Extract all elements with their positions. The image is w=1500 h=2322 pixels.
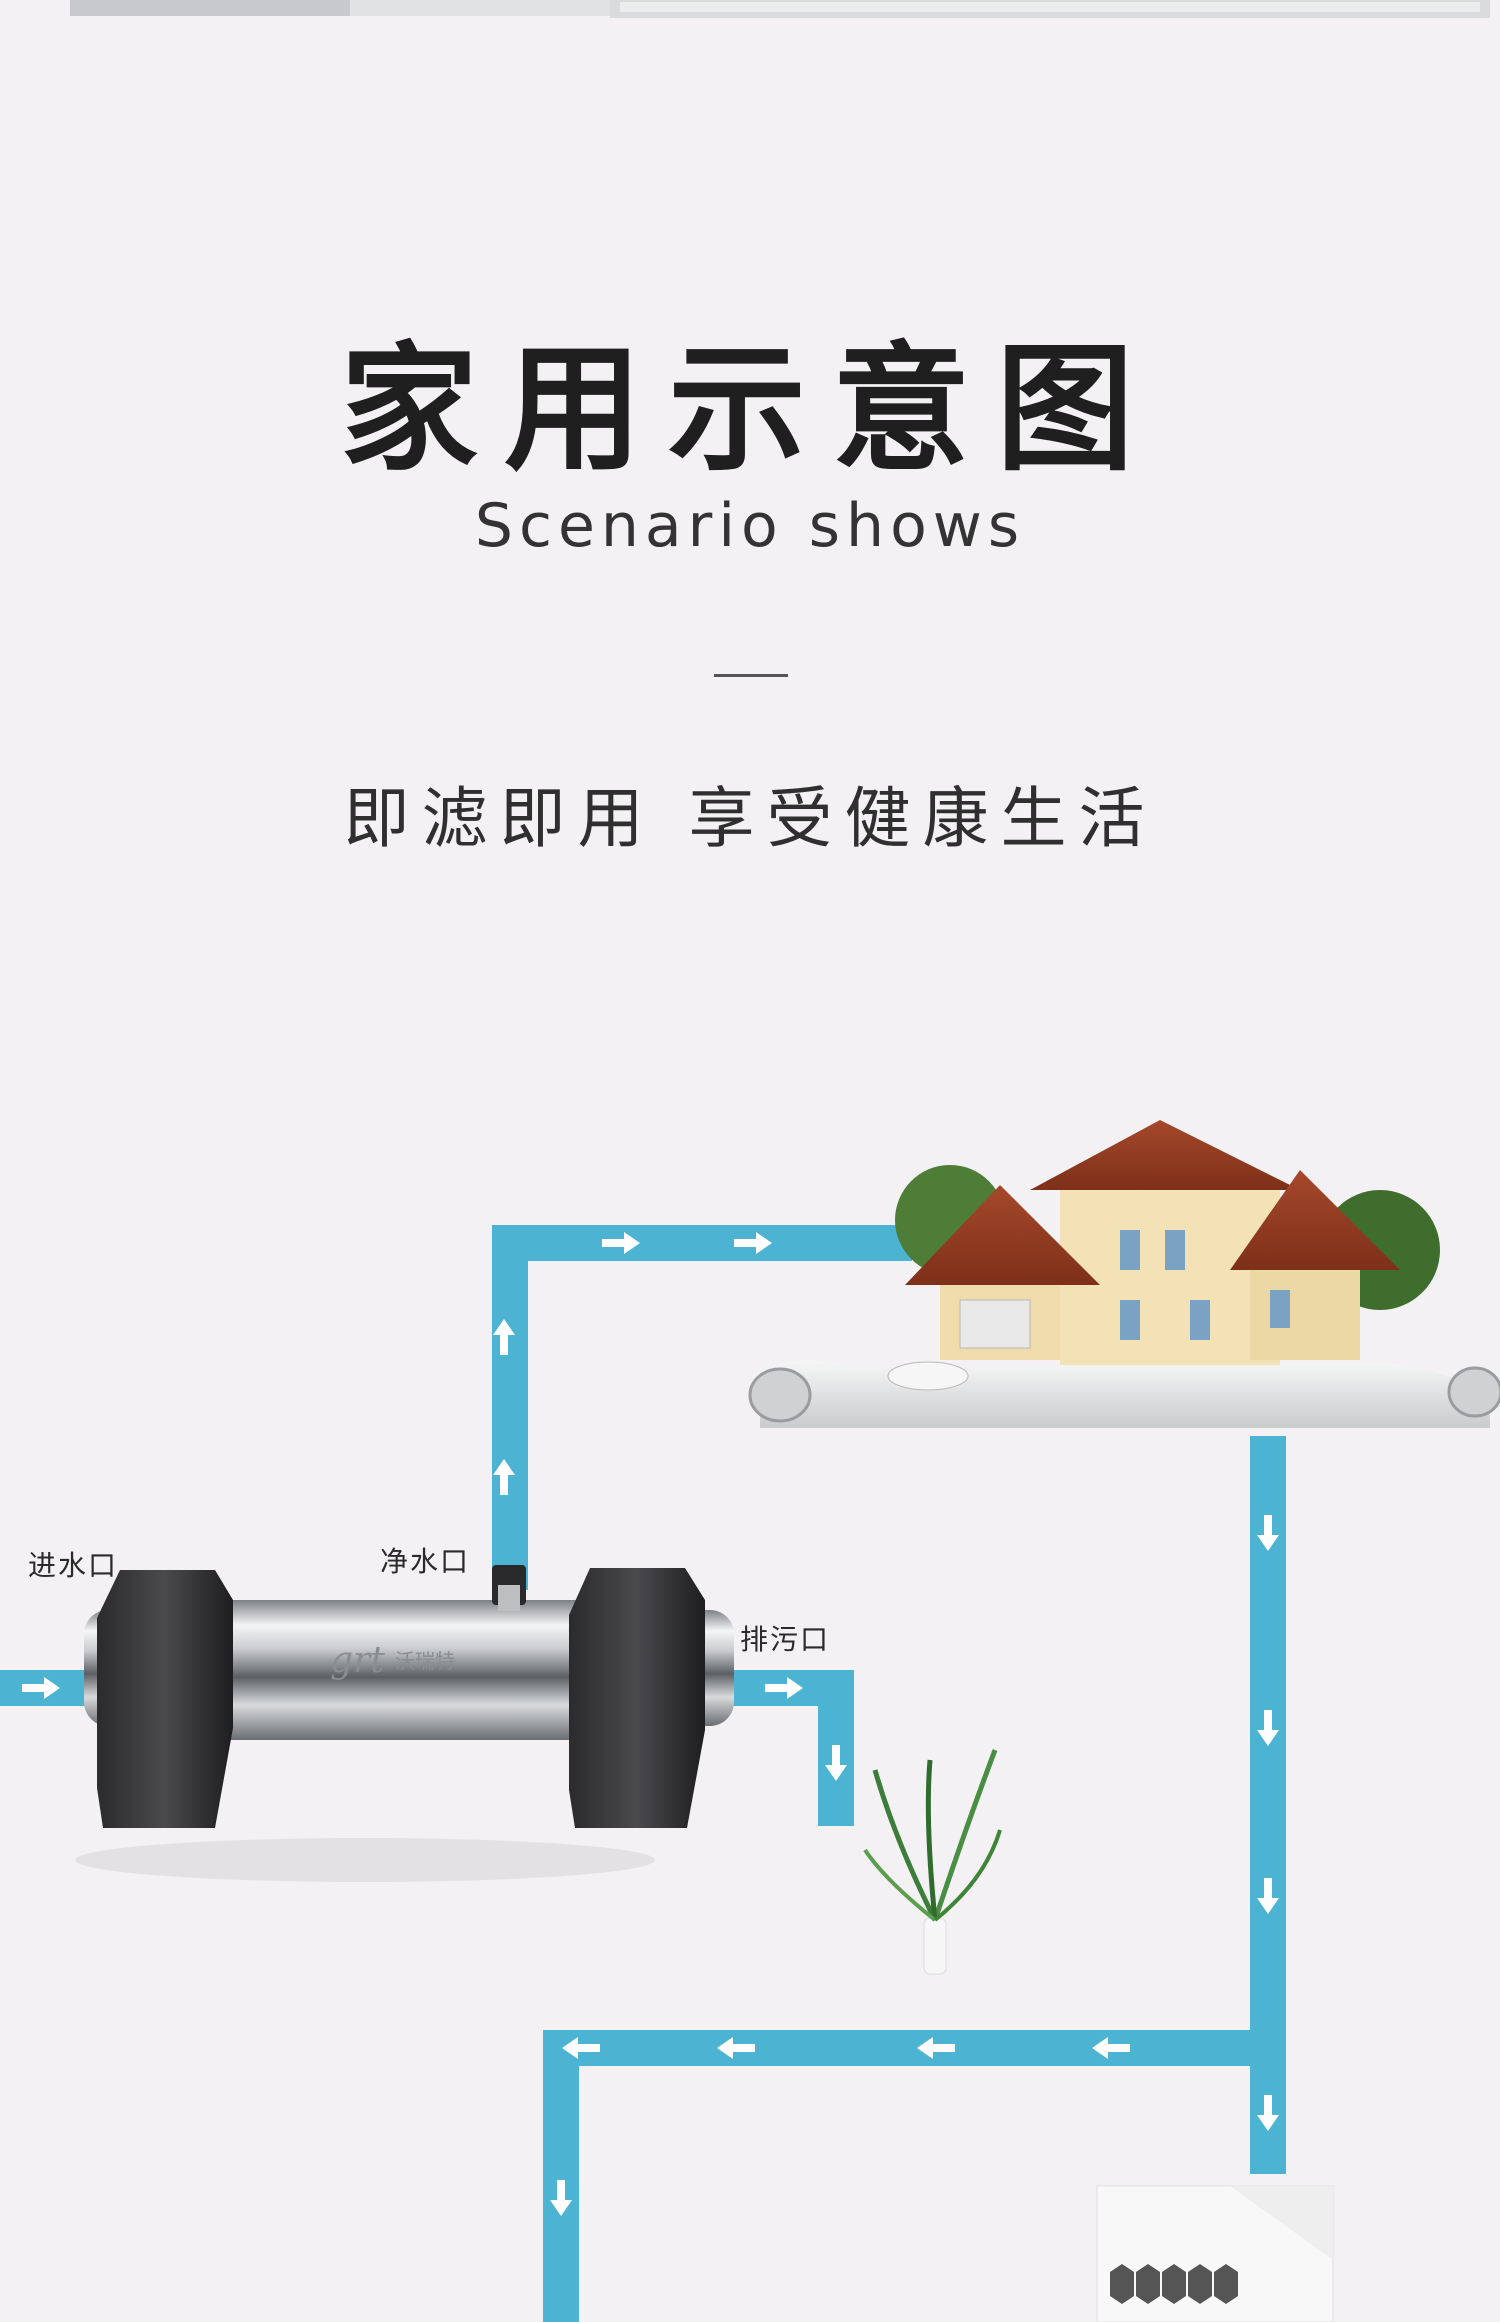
slogan: 即滤即用 享受健康生活 bbox=[343, 780, 1157, 857]
return-pipe-vertical bbox=[543, 2030, 579, 2322]
pipe-network bbox=[0, 1225, 1286, 2322]
arrow-left-icon bbox=[917, 2037, 955, 2059]
previous-section-strip bbox=[0, 0, 1500, 22]
arrow-right-icon bbox=[734, 1232, 772, 1254]
return-pipe-horizontal bbox=[543, 2030, 1286, 2066]
arrow-right-icon bbox=[22, 1677, 60, 1699]
house-illustration bbox=[748, 1120, 1500, 1428]
clean-outlet-label: 净水口 bbox=[380, 1545, 471, 1578]
arrow-down-icon bbox=[1257, 1515, 1279, 1551]
arrow-down-icon bbox=[1257, 2095, 1279, 2131]
arrow-left-icon bbox=[1092, 2037, 1130, 2059]
arrow-left-icon bbox=[717, 2037, 755, 2059]
page-subtitle: Scenario shows bbox=[474, 491, 1026, 561]
title-divider bbox=[714, 674, 788, 677]
arrow-down-icon bbox=[825, 1745, 847, 1781]
clean-outlet-pipe-horizontal bbox=[492, 1225, 912, 1261]
filter-brand-logo: grt bbox=[330, 1640, 385, 1681]
arrow-down-icon bbox=[1257, 1710, 1279, 1746]
filter-brand-cn: 沃瑞特 bbox=[395, 1649, 455, 1673]
clean-outlet-pipe-vertical bbox=[492, 1225, 528, 1590]
arrow-left-icon bbox=[562, 2037, 600, 2059]
arrow-up-icon bbox=[493, 1459, 515, 1495]
drain-label: 排污口 bbox=[740, 1623, 831, 1656]
product-box bbox=[1096, 2185, 1334, 2322]
arrow-right-icon bbox=[765, 1677, 803, 1699]
arrow-right-icon bbox=[602, 1232, 640, 1254]
inlet-label: 进水口 bbox=[28, 1549, 119, 1582]
potted-plant bbox=[863, 1749, 1002, 1975]
arrow-down-icon bbox=[550, 2180, 572, 2216]
arrow-up-icon bbox=[493, 1319, 515, 1355]
water-filter-unit: grt 沃瑞特 bbox=[75, 1565, 734, 1882]
flow-arrows bbox=[22, 1232, 1279, 2216]
page-title: 家用示意图 bbox=[339, 329, 1160, 490]
arrow-down-icon bbox=[1257, 1878, 1279, 1914]
